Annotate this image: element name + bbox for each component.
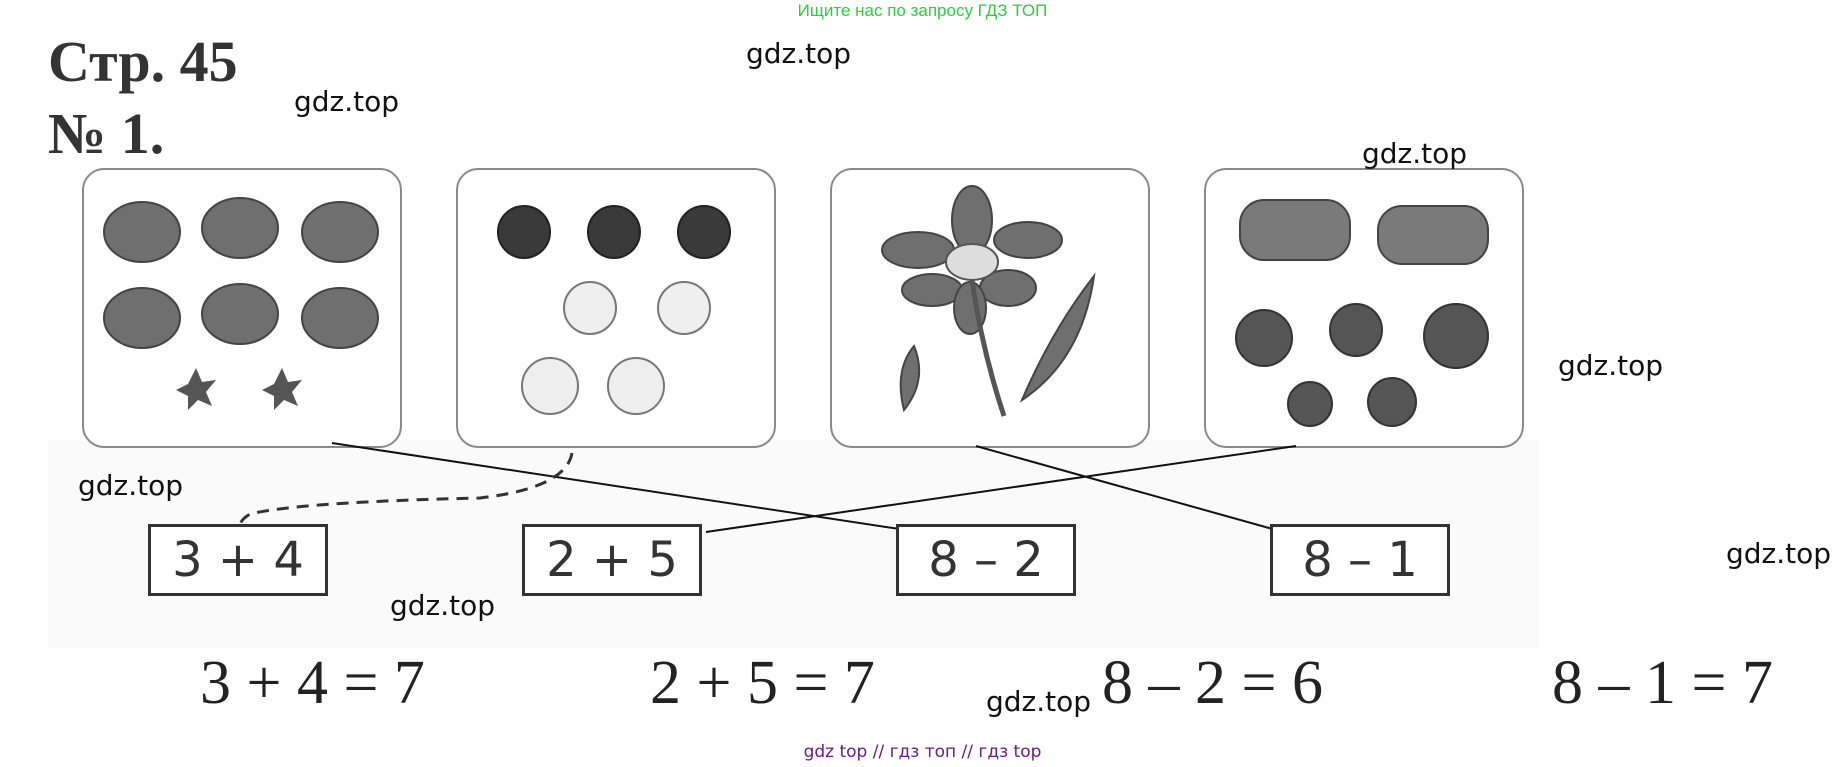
line-strawberries-to-8-2 [331,442,907,531]
search-hint-banner: Ищите нас по запросу ГДЗ ТОП [797,1,1048,20]
answer-equation: 3 + 4 = 7 [200,649,425,717]
expression-box: 3 + 4 [148,524,328,596]
ornaments-illustration [497,205,731,415]
expression-box: 8 – 2 [896,524,1076,596]
line-cars-balls-to-2-5 [705,445,1297,533]
line-flower-to-8-1 [975,445,1277,531]
watermark: gdz.top [390,589,496,622]
expression-text: 3 + 4 [172,532,304,588]
watermark: gdz.top [1726,537,1832,570]
panel-flower [830,168,1150,448]
answer-equation: 8 – 2 = 6 [1102,649,1323,717]
watermark: gdz.top [986,685,1092,718]
watermark: gdz.top [1362,137,1468,170]
panel-ornaments [456,168,776,448]
watermark: gdz.top [294,85,400,118]
watermark: gdz.top [746,37,852,70]
page-number-heading: Стр. 45 [48,29,238,94]
expression-text: 2 + 5 [546,532,678,588]
dashed-line-ornaments-to-3-4 [238,452,574,527]
watermark: gdz.top [1558,349,1664,382]
watermark: gdz.top [78,469,184,502]
expression-box: 8 – 1 [1270,524,1450,596]
exercise-number-heading: № 1. [48,101,165,166]
cars-balls-illustration [1235,199,1489,427]
expression-text: 8 – 2 [928,532,1044,588]
strawberries-illustration [103,197,379,410]
expression-text: 8 – 1 [1302,532,1418,588]
panel-cars-balls [1204,168,1524,448]
panel-strawberries [82,168,402,448]
answer-equation: 2 + 5 = 7 [650,649,875,717]
flower-illustration [881,185,1096,417]
footer-links: gdz top // гдз топ // гдз top [803,742,1042,762]
answer-equation: 8 – 1 = 7 [1552,649,1773,717]
expression-box: 2 + 5 [522,524,702,596]
